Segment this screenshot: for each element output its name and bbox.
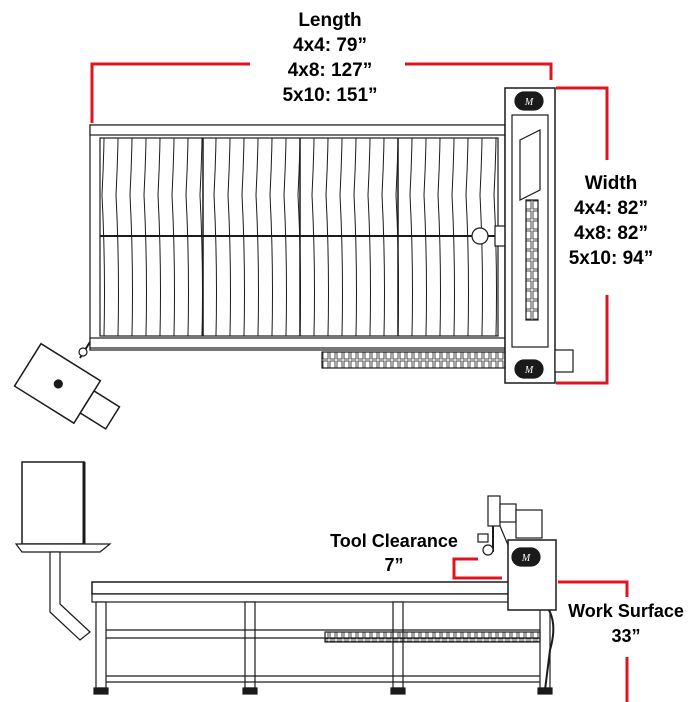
svg-text:M: M <box>521 553 531 564</box>
top-view: M M <box>13 87 574 430</box>
width-dimension-line <box>556 86 609 385</box>
work-surface-value: 33” <box>611 626 641 646</box>
frame-rail-bottom <box>89 337 506 349</box>
work-surface-dimension-line <box>558 580 629 702</box>
length-4x8: 4x8: 127” <box>287 60 373 81</box>
control-console-top <box>13 342 121 430</box>
width-5x10: 5x10: 94” <box>568 248 654 269</box>
width-label: Width 4x4: 82” 4x8: 82” 5x10: 94” <box>556 171 666 271</box>
width-4x4: 4x4: 82” <box>574 198 648 219</box>
logo-icon <box>514 91 544 111</box>
svg-text:M: M <box>524 365 534 376</box>
table-surface-side <box>91 581 510 595</box>
control-console-side <box>21 461 85 545</box>
work-surface-title: Work Surface <box>568 601 684 621</box>
width-4x8: 4x8: 82” <box>574 223 648 244</box>
length-title: Length <box>298 10 362 31</box>
torch-head <box>487 495 501 527</box>
logo-icon <box>511 547 541 567</box>
side-view: M <box>14 461 557 695</box>
tool-clearance-title: Tool Clearance <box>330 531 458 551</box>
length-5x10: 5x10: 151” <box>282 85 378 106</box>
cable-chain-vertical <box>525 199 539 321</box>
tool-clearance-dimension-line <box>452 557 502 580</box>
tool-clearance-label: Tool Clearance 7” <box>316 529 472 577</box>
work-surface-label: Work Surface 33” <box>560 599 692 649</box>
cable-chain-side <box>324 631 541 643</box>
length-4x4: 4x4: 79” <box>293 35 367 56</box>
length-dimension-line <box>90 62 553 123</box>
width-title: Width <box>584 173 638 194</box>
tool-clearance-value: 7” <box>384 555 404 575</box>
cable-chain-horizontal <box>321 351 506 369</box>
length-label: Length 4x4: 79” 4x8: 127” 5x10: 151” <box>260 8 400 108</box>
svg-text:M: M <box>524 97 534 108</box>
logo-icon <box>514 359 544 379</box>
frame-rail-top <box>89 124 506 136</box>
